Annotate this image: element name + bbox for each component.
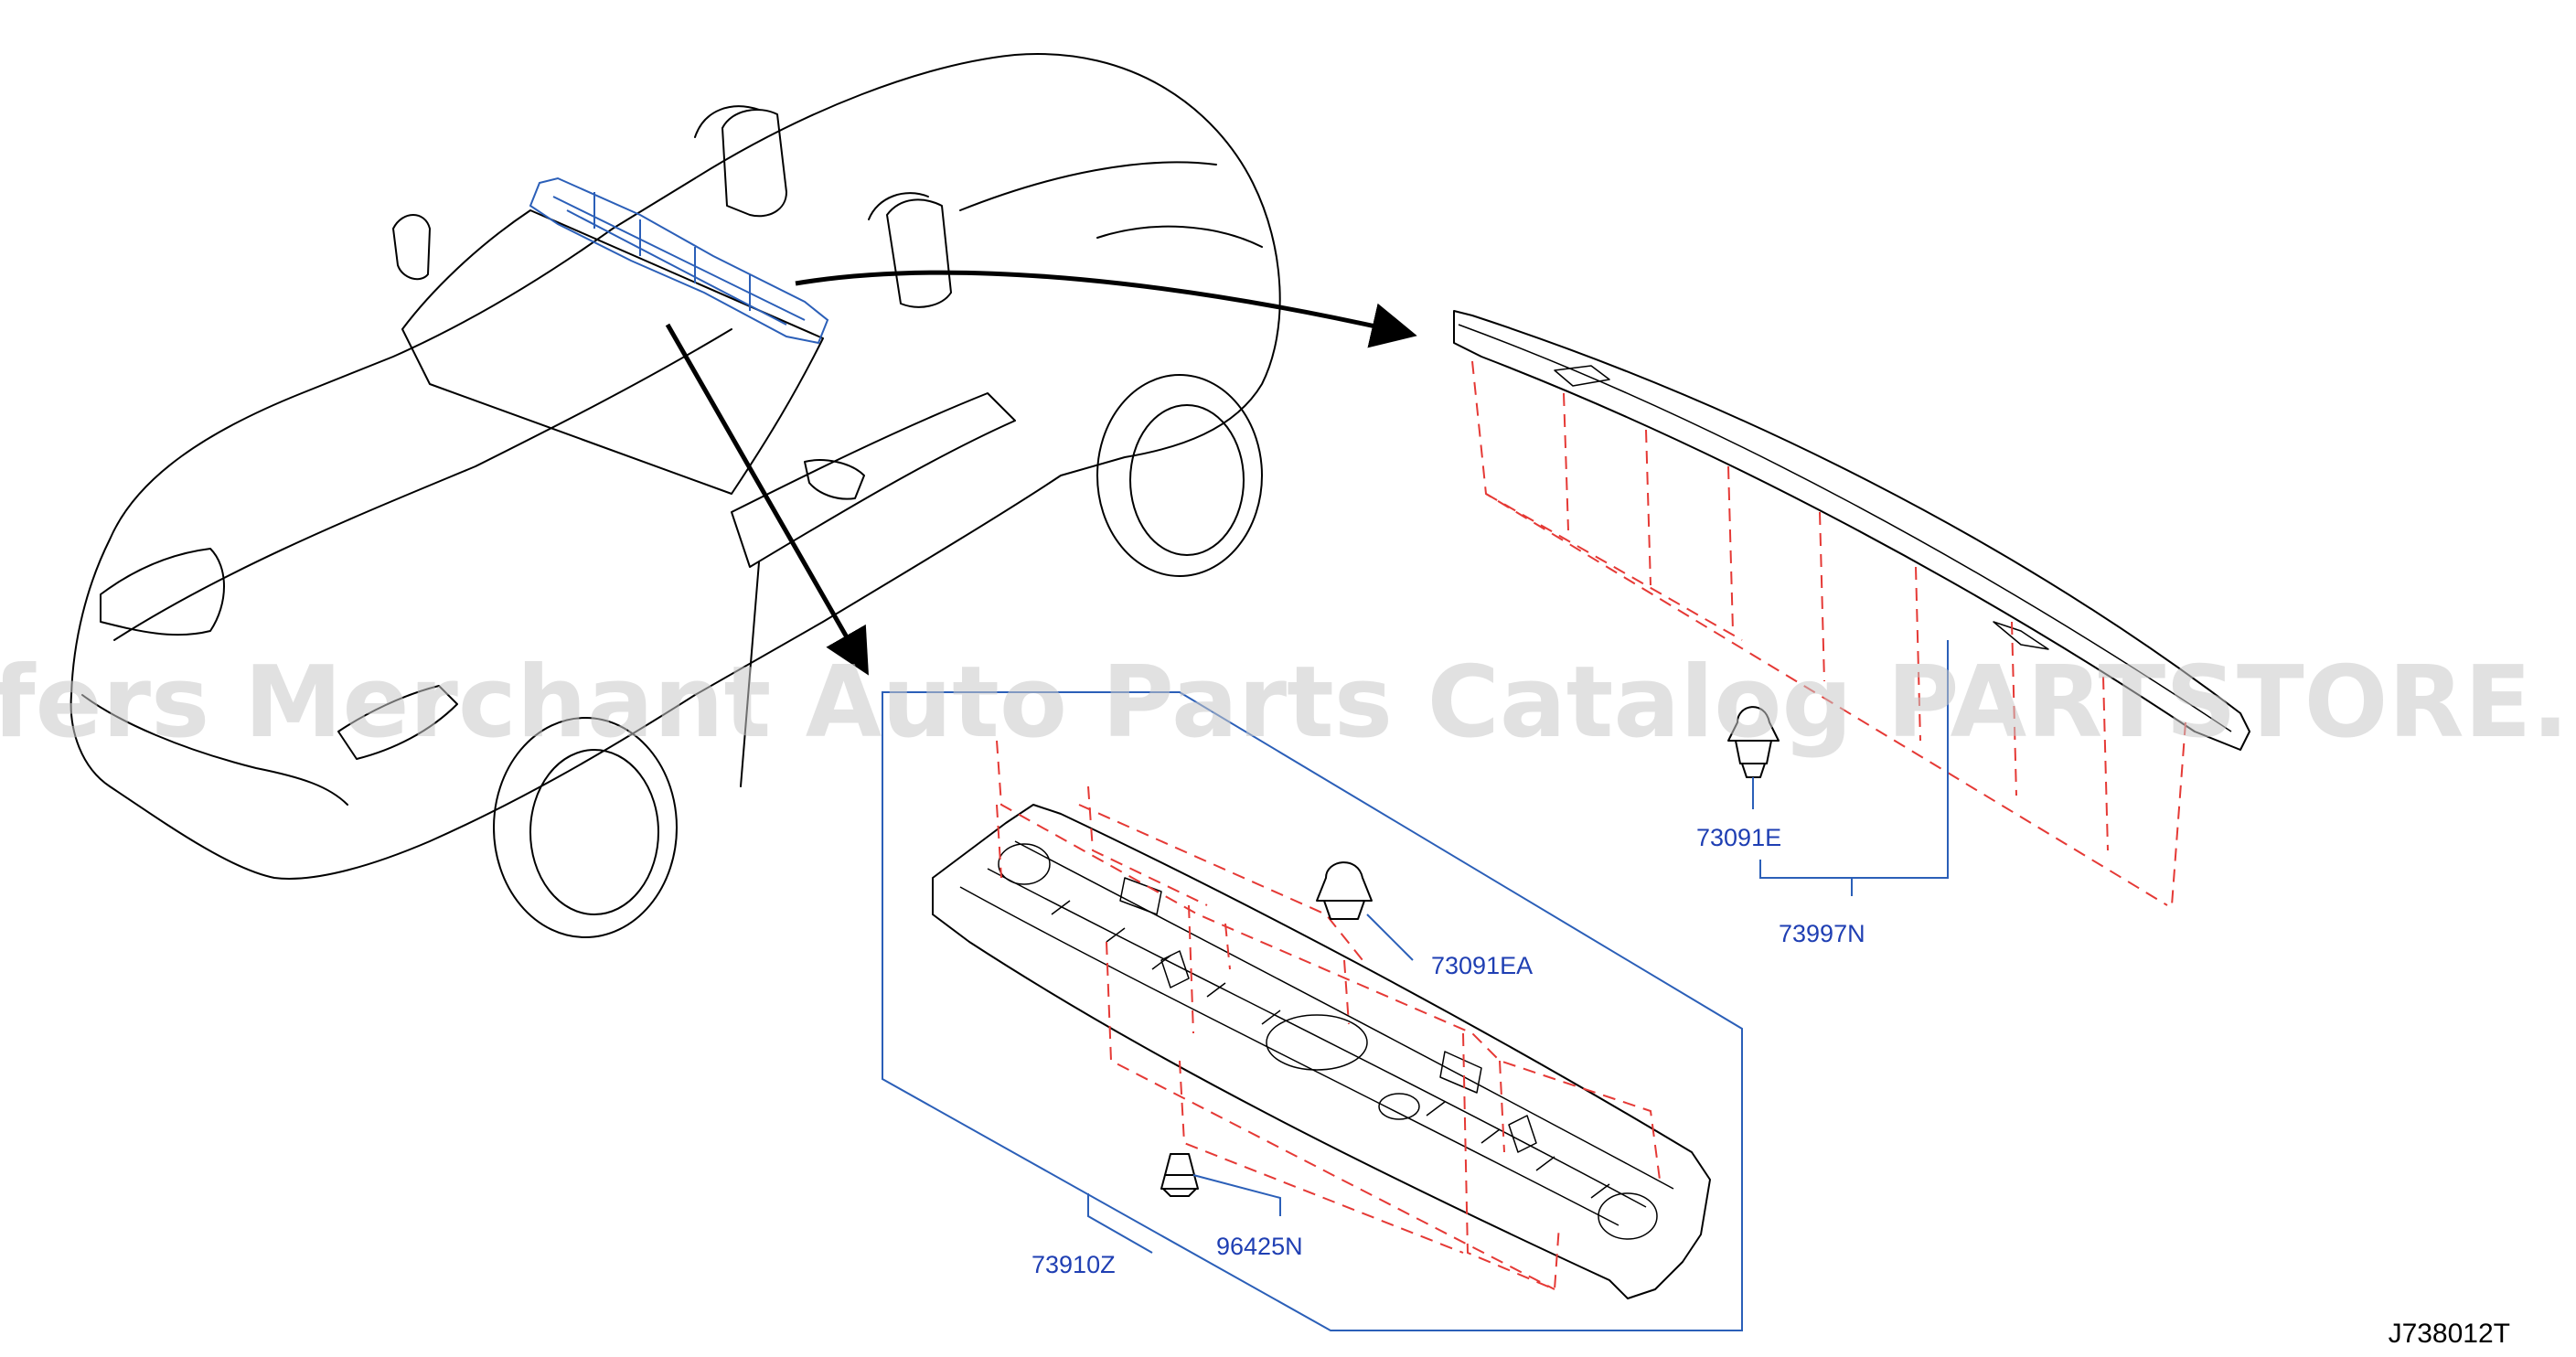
arrow-to-trim-cover: [795, 270, 1417, 348]
clip-96425N: [1160, 1153, 1199, 1197]
part-label-96425N[interactable]: 96425N: [1216, 1233, 1303, 1260]
convertible-car-illustration: [69, 53, 1281, 938]
watermark: Offers Merchant Auto Parts Catalog PARTS…: [0, 646, 2576, 760]
part-label-73997N[interactable]: 73997N: [1779, 920, 1865, 947]
header-panel-73910Z: [932, 804, 1711, 1299]
header-panel-location: [529, 176, 829, 345]
clip-73091EA: [1316, 861, 1373, 920]
trim-cover-guides: [1471, 360, 2186, 906]
bracket-73997N: [1759, 640, 1949, 896]
header-panel-guides: [996, 740, 1661, 1291]
leader-73091EA: [1366, 914, 1414, 961]
header-panel-frame: [882, 691, 1743, 1331]
leader-96425N: [1192, 1174, 1281, 1216]
part-label-73910Z[interactable]: 73910Z: [1031, 1251, 1116, 1278]
arrow-to-header-panel: [665, 323, 869, 676]
part-label-73091E[interactable]: 73091E: [1696, 824, 1781, 851]
part-label-73091EA[interactable]: 73091EA: [1431, 952, 1533, 979]
figure-code: J738012T: [2389, 1319, 2510, 1349]
leader-73910Z: [1087, 1193, 1153, 1254]
